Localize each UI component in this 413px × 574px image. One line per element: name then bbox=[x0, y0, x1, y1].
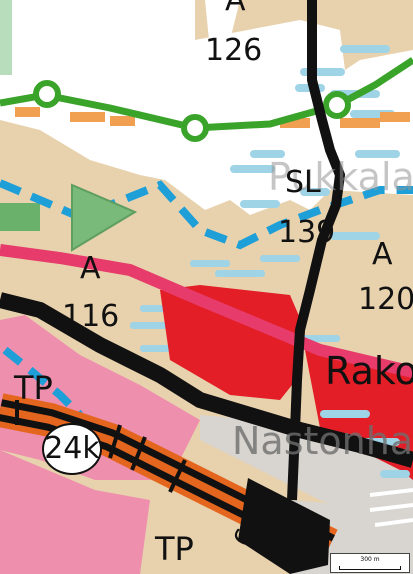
cycle-route bbox=[2, 346, 83, 418]
station-block bbox=[238, 478, 330, 574]
green-area bbox=[0, 203, 40, 231]
scale-bar-line bbox=[339, 566, 401, 570]
main-road bbox=[0, 292, 413, 468]
stripe-pattern bbox=[369, 488, 413, 527]
recreation-zone bbox=[0, 0, 240, 50]
scale-bar: 300 m bbox=[330, 553, 410, 573]
zone-a-126-code: A bbox=[225, 0, 246, 18]
road-name-nastonha: Nastonha bbox=[232, 419, 413, 463]
zone-tp-bottom: TP bbox=[155, 530, 194, 568]
orange-dash-line bbox=[15, 107, 410, 128]
zone-a-116-number: 116 bbox=[62, 299, 120, 334]
place-name-pukkala: Pukkala bbox=[268, 155, 413, 199]
traffic-area bbox=[200, 415, 413, 520]
green-triangle-marker bbox=[71, 183, 138, 252]
hatch-pattern bbox=[130, 45, 400, 352]
zone-tp-top: TP bbox=[14, 369, 53, 407]
zone-sl-139-number: 139 bbox=[278, 215, 336, 250]
commercial-zone bbox=[0, 450, 150, 574]
zone-a-120-number: 120 bbox=[358, 282, 413, 317]
zone-a-120-code: A bbox=[372, 237, 393, 272]
tram-line bbox=[0, 244, 413, 378]
industrial-zone bbox=[160, 285, 305, 400]
badge-24k: 24k bbox=[42, 423, 102, 475]
zone-sl-139-code: SL bbox=[285, 165, 321, 200]
scale-bar-label: 300 m bbox=[360, 556, 380, 563]
rail-crossties bbox=[15, 400, 187, 493]
green-area bbox=[0, 0, 12, 75]
zone-a-116-code: A bbox=[80, 251, 101, 286]
green-route-stops bbox=[33, 80, 351, 142]
road-name-rako: Rako bbox=[325, 349, 413, 393]
vertical-road bbox=[287, 0, 346, 501]
zone-a-126-number: 126 bbox=[205, 33, 263, 68]
